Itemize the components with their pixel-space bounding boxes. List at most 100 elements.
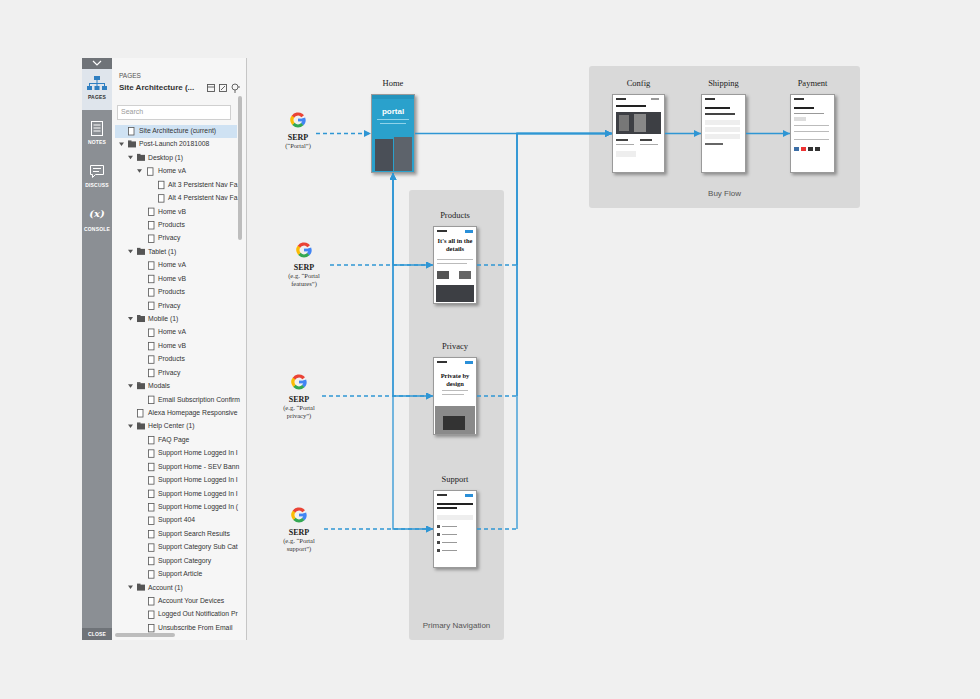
page-thumbnail: Payment [790,94,835,173]
thumbnail-detail [437,271,449,279]
logo-arc [290,112,307,129]
page-icon [159,181,165,189]
tree-item: Products [158,220,185,230]
page-thumbnail: ProductsIt's all in the details [433,226,477,304]
tree-item: Site Architecture (current) [139,126,216,136]
scrollbar [115,633,175,637]
connector-line [393,173,433,265]
connector [322,396,433,397]
search-result-node: SERP(e.g. “Portal privacy”) [276,373,322,423]
thumbnail-detail [794,131,829,132]
google-logo [295,241,313,259]
logo-arc [291,507,306,522]
folder-icon [137,423,145,429]
thumbnail-detail [380,123,406,124]
thumbnail-detail [616,105,646,107]
page-icon [149,289,155,297]
tree-item: Account Your Devices [158,596,224,606]
page-icon [129,128,135,136]
logo-bar [304,249,311,252]
page-icon [149,436,155,444]
search-result-node: SERP(e.g. “Portal features”) [278,241,330,293]
tree-item: Products [158,287,185,297]
thumbnail-text: Private by design [436,372,474,387]
tree-caret [128,250,133,254]
logo-arc [291,374,308,391]
folder-tab [137,584,141,586]
thumbnail-detail [372,95,414,99]
tree-item: FAQ Page [158,435,189,445]
connector-line [517,134,612,530]
tree-item: Home vB [158,207,186,217]
serp-title: SERP [274,528,324,537]
tree-item: Home vB [158,274,186,284]
page-icon [148,168,154,176]
sidebar-label: Search [121,107,143,117]
page-icon [149,611,155,619]
connector-line [330,264,433,265]
tree-item: Post-Launch 20181008 [139,139,209,149]
page-icon [149,208,155,216]
connector [324,529,433,530]
sidebar-label: Site Architecture (... [119,83,194,93]
tree-caret [128,424,133,428]
connector-line [415,133,612,134]
folder-tab [137,422,141,424]
thumbnail-detail [465,361,473,364]
folder-tab [137,154,141,156]
connector-line [393,173,433,529]
google-logo [289,111,307,129]
sidebar-label: DISCUSS [82,180,112,190]
page-thumbnail: Shipping [701,94,746,173]
tree-item: Account (1) [148,583,183,593]
connector [393,173,433,396]
connector [393,173,433,529]
connector [477,134,612,530]
connector-line [477,395,517,396]
tree-item: Privacy [158,301,180,311]
page-icon [149,222,155,230]
thumbnail-detail [442,394,464,395]
page-name: Products [394,210,516,220]
thumbnail-detail [705,107,730,109]
connector-line [477,264,517,265]
thumbnail-detail [437,263,467,264]
tree-item: Home vB [158,341,186,351]
group-band: Buy FlowConfigShippingPayment [589,66,860,208]
serp-query: (“Portal”) [280,142,316,150]
tree-item: Home vA [158,260,186,270]
connector-line [746,133,790,134]
thumbnail-detail [437,507,457,509]
search-result-node: SERP(“Portal”) [280,111,316,157]
thumbnail-detail [436,285,474,302]
folder-tab [137,382,141,384]
connector-line [322,395,433,396]
thumbnail-detail [437,259,473,260]
thumbnail-detail [437,503,473,505]
thumbnail-detail [437,533,440,536]
folder-tab [137,248,141,250]
thumbnail-detail [794,147,799,151]
connector-line [393,173,433,396]
tree-icons [119,128,164,632]
thumbnail-detail [443,416,465,430]
serp-title: SERP [278,263,330,272]
search-box [118,106,231,120]
tree-caret [128,586,133,590]
thumbnail-detail [794,107,814,109]
tree-item: Support Home - SEV Bann [158,462,239,472]
page-name: Shipping [662,78,785,88]
tree-item: Support Home Logged In I [158,448,238,458]
page-icon [149,356,155,364]
connector [330,265,433,266]
serp-query: (e.g. “Portal support”) [274,537,324,552]
page-thumbnail: PrivacyPrivate by design [433,357,477,435]
thumbnail-detail [705,113,735,115]
logo-arc [290,112,307,129]
logo-arc [296,242,313,259]
folder-icon [137,316,145,322]
page-thumbnail: Homeportal [371,94,415,173]
connector [316,133,371,134]
thumbnail-detail [437,515,473,520]
